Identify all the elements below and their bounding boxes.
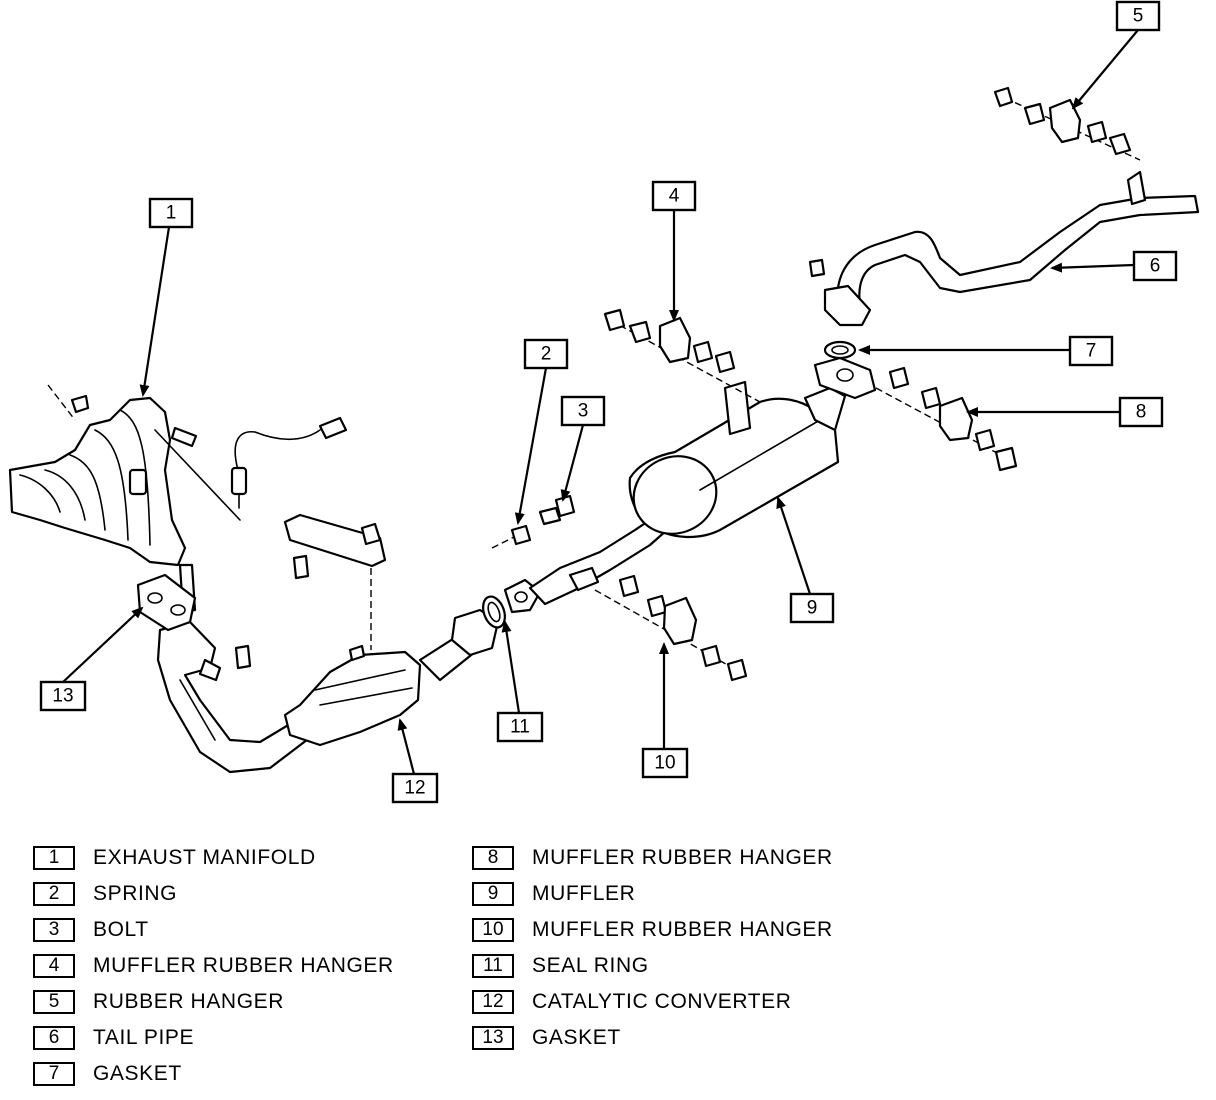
- tail-pipe-part: [808, 170, 1200, 327]
- legend-item: 10 MUFFLER RUBBER HANGER: [472, 912, 833, 948]
- legend-item: 1 EXHAUST MANIFOLD: [33, 840, 394, 876]
- callout-11: 11: [496, 711, 544, 743]
- callout-label: 11: [510, 717, 530, 738]
- legend-number-box: 8: [472, 846, 514, 870]
- callout-label: 12: [404, 778, 425, 799]
- callout-3: 3: [560, 395, 606, 427]
- legend-number-box: 10: [472, 918, 514, 942]
- muffler-rubber-hanger-4-part: [603, 308, 761, 403]
- callout-label: 13: [52, 686, 73, 707]
- legend-item: 5 RUBBER HANGER: [33, 984, 394, 1020]
- callout-label: 10: [654, 753, 675, 774]
- legend-item: 11 SEAL RING: [472, 948, 833, 984]
- legend-number-box: 9: [472, 882, 514, 906]
- parts-legend: 1 EXHAUST MANIFOLD 2 SPRING 3 BOLT 4 MUF…: [0, 840, 1216, 1100]
- muffler-rubber-hanger-10-part: [594, 574, 748, 682]
- callout-label: 7: [1086, 341, 1097, 362]
- callout-label: 9: [807, 598, 818, 619]
- legend-item: 6 TAIL PIPE: [33, 1020, 394, 1056]
- legend-label: RUBBER HANGER: [93, 990, 284, 1013]
- legend-label: SEAL RING: [532, 954, 649, 977]
- callout-label: 2: [541, 344, 552, 365]
- legend-label: TAIL PIPE: [93, 1026, 195, 1049]
- exhaust-system-diagram: 1 2 3 4 5 6 7 8 9 10 11 12: [8, 0, 1200, 804]
- heat-shield-bracket-part: [283, 513, 387, 650]
- legend-label: GASKET: [93, 1062, 182, 1085]
- callout-label: 8: [1136, 402, 1147, 423]
- legend-item: 7 GASKET: [33, 1056, 394, 1092]
- callout-7: 7: [1068, 335, 1114, 367]
- legend-number-box: 13: [472, 1026, 514, 1050]
- seal-ring-part: [482, 595, 506, 629]
- rubber-hanger-5-part: [993, 86, 1141, 161]
- callout-1: 1: [148, 197, 194, 229]
- catalytic-converter-part: [283, 608, 500, 747]
- legend-item: 3 BOLT: [33, 912, 394, 948]
- callout-label: 4: [669, 186, 680, 207]
- legend-item: 13 GASKET: [472, 1020, 833, 1056]
- legend-label: MUFFLER RUBBER HANGER: [532, 846, 833, 869]
- legend-item: 4 MUFFLER RUBBER HANGER: [33, 948, 394, 984]
- exhaust-manifold-part: [8, 384, 241, 567]
- legend-number-box: 4: [33, 954, 75, 978]
- legend-label: MUFFLER RUBBER HANGER: [93, 954, 394, 977]
- callout-label: 6: [1150, 256, 1161, 277]
- legend-column-right: 8 MUFFLER RUBBER HANGER 9 MUFFLER 10 MUF…: [472, 840, 833, 1056]
- legend-number-box: 11: [472, 954, 514, 978]
- callout-label: 3: [578, 401, 589, 422]
- callout-5: 5: [1115, 0, 1161, 32]
- legend-number-box: 3: [33, 918, 75, 942]
- callout-12: 12: [391, 772, 439, 804]
- front-pipe-part: [156, 563, 322, 774]
- legend-label: GASKET: [532, 1026, 621, 1049]
- intermediate-pipe-part: [491, 494, 678, 614]
- legend-label: SPRING: [93, 882, 178, 905]
- legend-column-left: 1 EXHAUST MANIFOLD 2 SPRING 3 BOLT 4 MUF…: [33, 840, 394, 1092]
- legend-number-box: 1: [33, 846, 75, 870]
- legend-label: CATALYTIC CONVERTER: [532, 990, 792, 1013]
- callout-label: 5: [1133, 6, 1144, 27]
- callout-label: 1: [166, 203, 177, 224]
- legend-label: BOLT: [93, 918, 149, 941]
- callout-6: 6: [1132, 250, 1178, 282]
- legend-item: 12 CATALYTIC CONVERTER: [472, 984, 833, 1020]
- callout-leaders: [62, 29, 1139, 775]
- legend-item: 8 MUFFLER RUBBER HANGER: [472, 840, 833, 876]
- legend-item: 9 MUFFLER: [472, 876, 833, 912]
- legend-number-box: 7: [33, 1062, 75, 1086]
- legend-number-box: 2: [33, 882, 75, 906]
- legend-number-box: 6: [33, 1026, 75, 1050]
- tail-gasket-part: [823, 340, 857, 360]
- callout-9: 9: [789, 592, 835, 624]
- legend-number-box: 5: [33, 990, 75, 1014]
- callout-13: 13: [39, 680, 87, 712]
- callout-2: 2: [523, 338, 569, 370]
- legend-item: 2 SPRING: [33, 876, 394, 912]
- callout-10: 10: [641, 747, 689, 779]
- legend-label: MUFFLER RUBBER HANGER: [532, 918, 833, 941]
- callout-8: 8: [1118, 396, 1164, 428]
- legend-label: MUFFLER: [532, 882, 636, 905]
- oxygen-sensor-part: [230, 416, 348, 509]
- legend-label: EXHAUST MANIFOLD: [93, 846, 316, 869]
- muffler-part: [628, 356, 877, 539]
- muffler-rubber-hanger-8-part: [875, 366, 1018, 472]
- callout-4: 4: [651, 180, 697, 212]
- legend-number-box: 12: [472, 990, 514, 1014]
